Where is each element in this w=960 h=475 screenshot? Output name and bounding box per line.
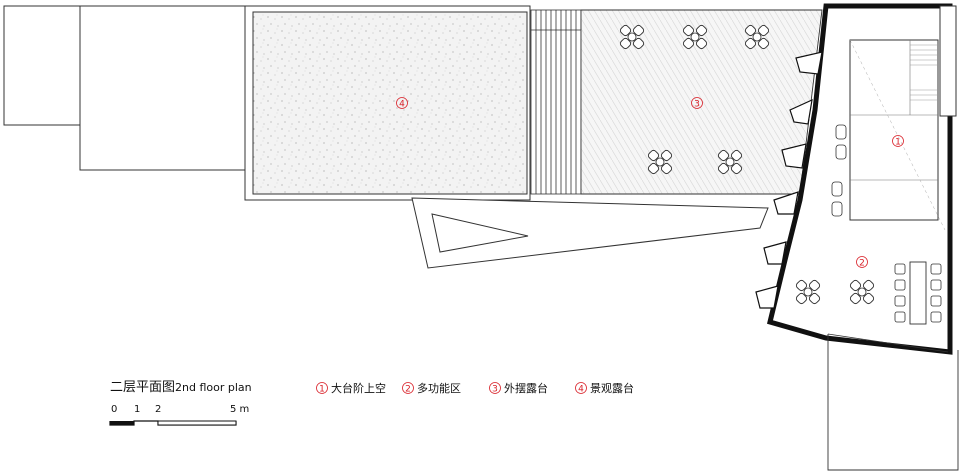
landscape-terrace [252, 11, 528, 195]
legend-item-2: 2 多功能区 [402, 381, 461, 395]
svg-text:2: 2 [859, 259, 865, 269]
svg-text:1: 1 [134, 404, 140, 415]
svg-text:5 m: 5 m [230, 404, 249, 415]
marker-3: 3 [691, 97, 703, 110]
legend-item-4: 4 景观露台 [575, 381, 634, 395]
marker-1: 1 [892, 135, 904, 148]
plan-title-en: 2nd floor plan [175, 381, 252, 394]
svg-text:大台阶上空: 大台阶上空 [331, 381, 386, 395]
lower-outline [827, 334, 959, 471]
marker-4: 4 [396, 97, 408, 110]
triangle-planter [411, 197, 769, 269]
svg-text:3: 3 [492, 385, 498, 395]
svg-text:4: 4 [578, 385, 584, 395]
window-fins [755, 51, 823, 309]
svg-text:多功能区: 多功能区 [417, 381, 461, 395]
legend-item-3: 3 外摆露台 [489, 381, 548, 395]
svg-text:4: 4 [399, 100, 405, 110]
stair-strip [530, 9, 582, 195]
scale-bar: 0 1 2 5 m [109, 404, 249, 426]
svg-text:3: 3 [694, 100, 700, 110]
svg-text:1: 1 [895, 138, 901, 148]
svg-text:1: 1 [319, 385, 325, 395]
svg-text:景观露台: 景观露台 [590, 381, 634, 395]
svg-text:外摆露台: 外摆露台 [504, 381, 548, 395]
marker-2: 2 [856, 256, 868, 269]
main-building [767, 3, 957, 355]
svg-text:0: 0 [111, 404, 117, 415]
svg-text:2: 2 [405, 385, 411, 395]
svg-text:2: 2 [155, 404, 161, 415]
plan-title-cn: 二层平面图 [110, 380, 175, 395]
legend-item-1: 1 大台阶上空 [316, 381, 386, 395]
